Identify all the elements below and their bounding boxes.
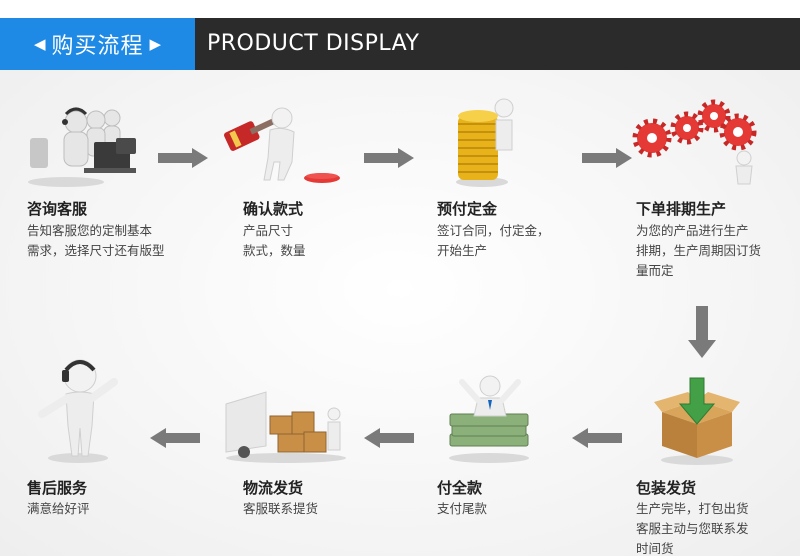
page-title: 购买流程 [51,34,144,59]
step-description: 签订合同，付定金， 开始生产 [437,223,550,258]
gold-coins-figure-icon [456,98,514,187]
arrow-right-icon [364,148,414,168]
step-name: 物流发货 [243,479,304,497]
top-margin [0,0,800,18]
red-gears-figure-icon [632,99,757,185]
right-triangle-icon: ▶ [149,34,162,53]
step-name: 付全款 [437,479,483,497]
header-subtitle: PRODUCT DISPLAY [207,31,420,56]
step-description: 客服联系提货 [243,501,319,516]
step-description: 生产完毕，打包出货 客服主动与您联系发 时间货 [636,501,749,556]
delivery-truck-icon [225,391,346,463]
gavel-figure-icon [224,107,340,183]
step-name: 售后服务 [27,479,88,497]
header-title-block: ◀ 购买流程 ▶ [0,18,195,70]
step-name: 预付定金 [437,200,498,218]
step-description: 为您的产品进行生产 排期，生产周期因订货 量而定 [636,223,762,278]
headset-figure-icon [38,359,118,463]
left-triangle-icon: ◀ [33,34,46,53]
arrow-right-icon [582,148,632,168]
step-name: 确认款式 [243,200,304,218]
call-center-agents-icon [28,107,136,187]
arrow-left-icon [364,428,414,448]
arrow-left-icon [150,428,200,448]
step-name: 包装发货 [636,479,697,497]
money-stack-figure-icon [449,375,529,463]
step-name: 下单排期生产 [636,200,727,218]
arrow-left-icon [572,428,622,448]
step-description: 满意给好评 [27,501,90,516]
step-description: 告知客服您的定制基本 需求，选择尺寸还有版型 [27,223,165,258]
cardboard-box-icon [654,377,740,465]
header-bar: ◀ 购买流程 ▶ PRODUCT DISPLAY [0,18,800,70]
step-name: 咨询客服 [27,200,88,218]
arrow-down-icon [688,306,716,358]
step-description: 产品尺寸 款式，数量 [243,223,306,258]
step-description: 支付尾款 [437,501,488,516]
arrow-right-icon [158,148,208,168]
